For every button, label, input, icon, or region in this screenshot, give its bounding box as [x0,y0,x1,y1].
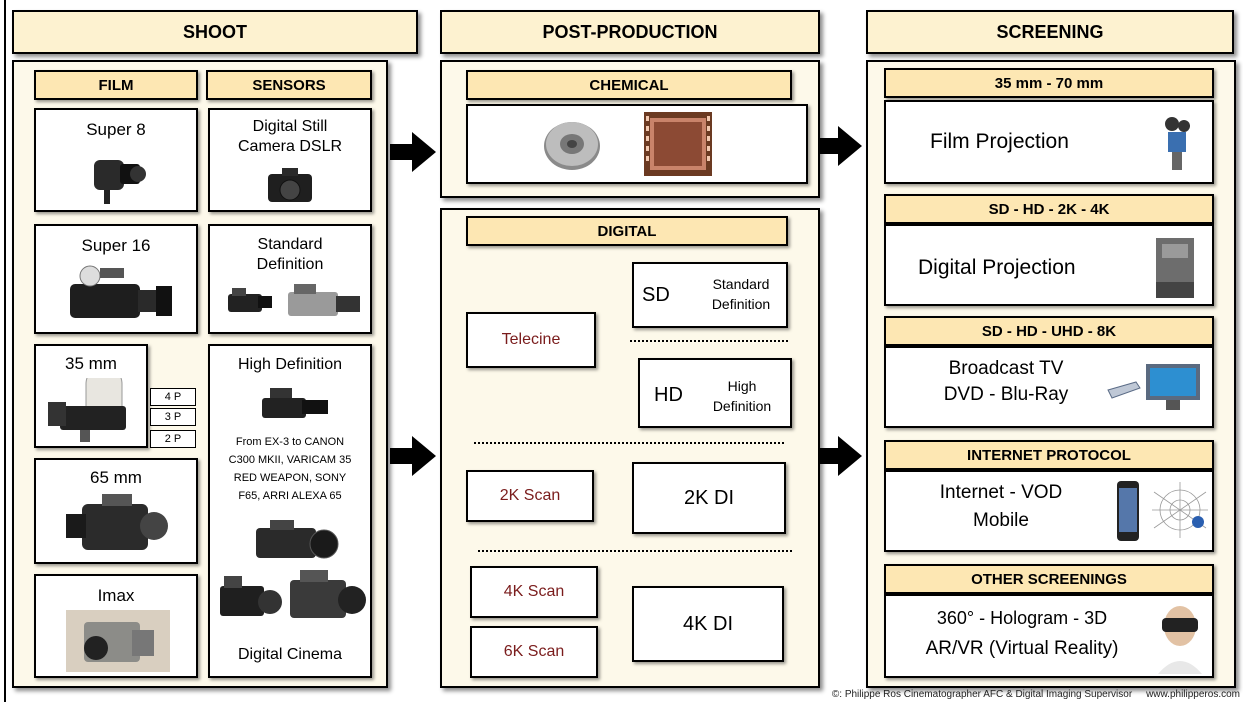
digital-cinema-label: Digital Cinema [237,646,343,663]
broadcast-line1: Broadcast TV [948,358,1064,379]
chemical-label: CHEMICAL [466,70,792,100]
internet-line2: Mobile [973,510,1029,531]
other-screenings-box: 360° - Hologram - 3D AR/VR (Virtual Real… [884,594,1214,678]
sensor-dslr-card: Digital Still Camera DSLR [208,108,372,212]
footer-credit: ©: Philippe Ros Cinematographer AFC & Di… [831,689,1240,700]
di-2k-box: 2K DI [632,462,786,534]
divider-sd-hd [630,340,788,342]
other-line2: AR/VR (Virtual Reality) [925,638,1119,659]
hd-note-line1: From EX-3 to CANON [235,436,345,448]
dslr-camera-icon [268,168,312,202]
screening-internet-title: INTERNET PROTOCOL [884,440,1214,470]
header-shoot: SHOOT [12,10,418,54]
65mm-camera-icon [66,494,168,550]
screening-other-title: OTHER SCREENINGS [884,564,1214,594]
film-imax-label: Imax [97,586,135,605]
sensor-hd-card: High Definition From EX-3 to CANON C300 … [208,344,372,678]
hd-note-line2: C300 MKII, VARICAM 35 [228,454,352,466]
digital-projector-icon [1156,238,1194,298]
di-4k-label: 4K DI [682,612,734,635]
film-super16-label: Super 16 [81,236,151,255]
hd-box: HD High Definition [638,358,792,428]
digital-projection-label: Digital Projection [918,256,1076,279]
arrow-shoot-to-digital [390,436,436,476]
di-4k-box: 4K DI [632,586,784,662]
screening-35-70-title: 35 mm - 70 mm [884,68,1214,98]
scan-2k-box: 2K Scan [466,470,594,522]
sensor-sd-line2: Definition [256,256,324,273]
hd-note-line4: F65, ARRI ALEXA 65 [238,490,342,502]
hd-note-line3: RED WEAPON, SONY [233,472,347,484]
dvd-player-icon [1107,381,1141,399]
film-projection-box: Film Projection [884,100,1214,184]
divider-telecine-2k [474,442,784,444]
di-2k-label: 2K DI [683,486,735,509]
cinema-camera-icon-3 [290,570,366,618]
screening-digital-title: SD - HD - 2K - 4K [884,194,1214,224]
film-65mm-card: 65 mm [34,458,198,564]
digital-label: DIGITAL [466,216,788,246]
arrow-digital-to-screening [814,436,862,476]
hd-line1: High [727,378,757,394]
sd-abbr: SD [642,284,670,306]
left-border-line [4,0,6,702]
perf-2p-badge: 2 P [150,430,196,448]
arrow-shoot-to-chemical [390,132,436,172]
film-35mm-label: 35 mm [65,354,117,373]
screening-broadcast-title: SD - HD - UHD - 8K [884,316,1214,346]
sd-line2: Definition [711,296,771,312]
perf-3p-badge: 3 P [150,408,196,426]
internet-box: Internet - VOD Mobile [884,470,1214,552]
hd-abbr: HD [654,384,683,406]
digital-projection-box: Digital Projection [884,224,1214,306]
film-65mm-label: 65 mm [90,468,142,487]
sd-line1: Standard [712,276,770,292]
film-label: FILM [34,70,198,100]
film-35mm-card: 35 mm [34,344,148,448]
sensors-label: SENSORS [206,70,372,100]
other-line1: 360° - Hologram - 3D [936,608,1108,628]
hd-line2: Definition [712,398,772,414]
imax-camera-icon [66,610,170,672]
broadcast-box: Broadcast TV DVD - Blu-Ray [884,346,1214,428]
film-super16-card: Super 16 [34,224,198,334]
chemical-image-box [466,104,808,184]
sensor-hd-label: High Definition [237,356,343,373]
smartphone-icon [1117,481,1139,541]
film-projector-icon [1165,117,1190,170]
sensor-sd-line1: Standard [257,236,323,253]
sd-box: SD Standard Definition [632,262,788,328]
vr-headset-person-icon [1158,606,1202,674]
header-post-production: POST-PRODUCTION [440,10,820,54]
cinema-camera-icon-1 [256,520,339,559]
broadcast-line2: DVD - Blu-Ray [943,384,1069,405]
film-super8-label: Super 8 [86,120,146,139]
hd-camcorder-icon [262,388,328,418]
film-projection-label: Film Projection [930,130,1069,153]
scan-4k-box: 4K Scan [470,566,598,618]
sd-camcorder-icon [228,288,272,312]
35mm-camera-icon [48,378,126,442]
cinema-camera-icon-2 [220,576,282,616]
sensor-sd-card: Standard Definition [208,224,372,334]
arrow-chemical-to-screening [814,126,862,166]
divider-2k-4k [478,550,792,552]
tv-icon [1146,364,1200,410]
super8-camera-icon [94,160,146,204]
header-screening: SCREENING [866,10,1234,54]
film-super8-card: Super 8 [34,108,198,212]
globe-web-icon [1152,482,1208,538]
sensor-dslr-line1: Digital Still [252,118,328,135]
film-strip-icon [644,112,712,176]
film-imax-card: Imax [34,574,198,678]
perf-4p-badge: 4 P [150,388,196,406]
scan-6k-box: 6K Scan [470,626,598,678]
telecine-box: Telecine [466,312,596,368]
film-reel-icon [544,122,600,170]
sd-broadcast-camera-icon [288,284,360,316]
sensor-dslr-line2: Camera DSLR [237,138,343,155]
internet-line1: Internet - VOD [939,482,1063,503]
super16-camera-icon [70,265,172,318]
